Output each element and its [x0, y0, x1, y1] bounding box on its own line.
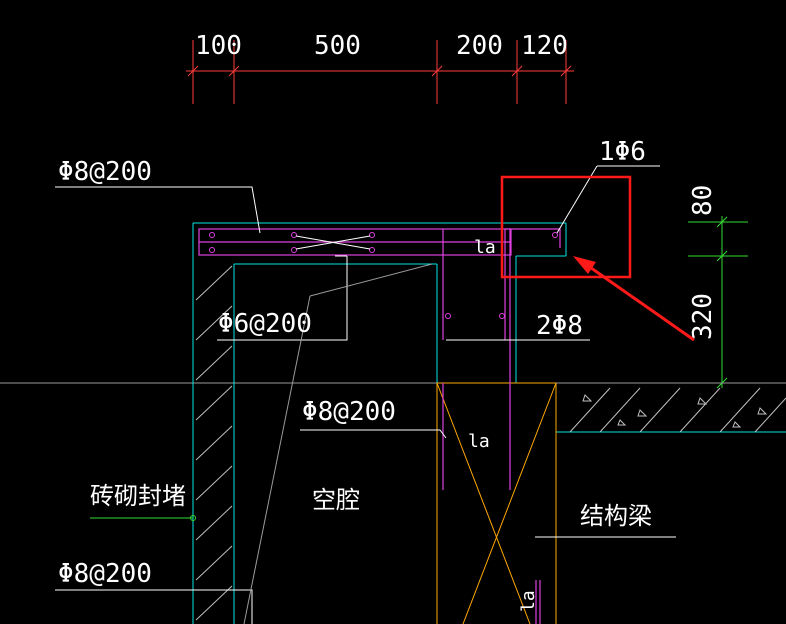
label-cavity: 空腔 — [312, 486, 360, 514]
dim-100: 100 — [195, 31, 242, 61]
label-stirrup: Φ6@200 — [218, 309, 312, 339]
rebar-dots — [209, 232, 558, 319]
highlight-arrow — [573, 256, 695, 342]
label-2phi8: 2Φ8 — [536, 311, 583, 341]
masonry-hatch — [195, 265, 233, 621]
label-la-vertical: la — [518, 590, 539, 612]
dim-80: 80 — [688, 185, 718, 216]
label-la-top: la — [474, 237, 496, 258]
dim-320: 320 — [688, 293, 718, 340]
rebar — [198, 228, 561, 624]
dim-500: 500 — [314, 31, 361, 61]
label-1phi6: 1Φ6 — [599, 137, 646, 167]
structural-beam — [436, 382, 557, 624]
soil-hatch — [556, 387, 786, 433]
label-mid-bar: Φ8@200 — [302, 397, 396, 427]
label-top-slab-bar: Φ8@200 — [58, 157, 152, 187]
leaders — [55, 165, 676, 624]
label-structural-beam: 结构梁 — [580, 502, 652, 530]
label-la-mid: la — [468, 431, 490, 452]
label-lower-bar: Φ8@200 — [58, 559, 152, 589]
dim-200: 200 — [456, 31, 503, 61]
highlight-box — [500, 175, 632, 279]
label-masonry-seal: 砖砌封堵 — [90, 482, 186, 510]
top-dimension-chain — [186, 40, 574, 104]
concrete-outline — [192, 222, 567, 624]
dim-120: 120 — [521, 31, 568, 61]
tie-cross — [295, 235, 371, 250]
masonry-leader-dot — [190, 515, 196, 521]
cut-lines — [243, 263, 433, 624]
